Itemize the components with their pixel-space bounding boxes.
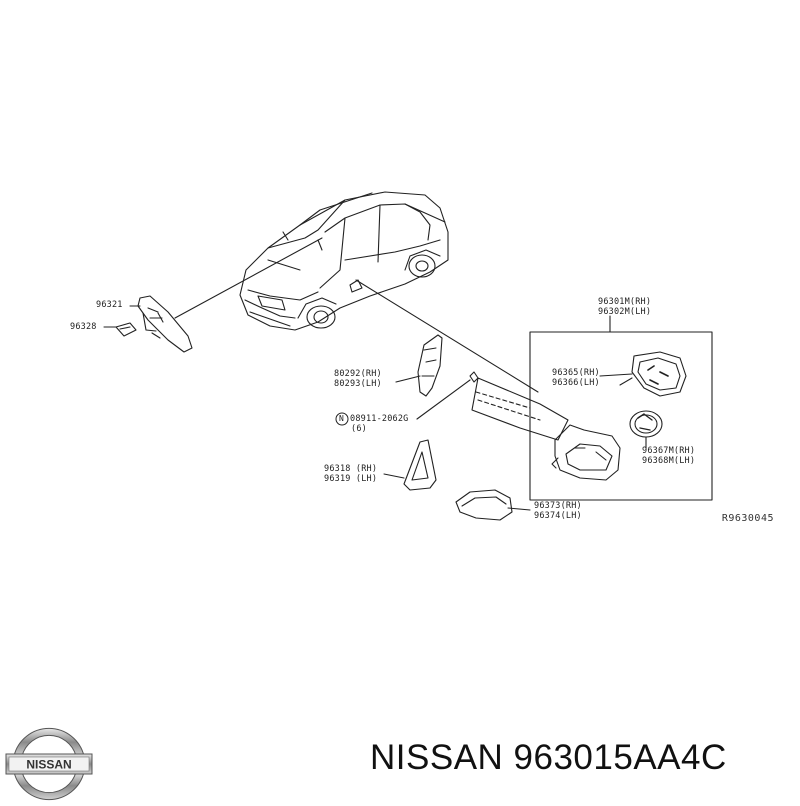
diagram-code: R9630045 [721, 513, 774, 524]
label-96301-rh: 96301M(RH) [598, 297, 652, 307]
label-96302-lh: 96302M(LH) [598, 307, 652, 317]
label-96368-lh: 96368M(LH) [642, 456, 696, 466]
label-bolt-qty: (6) [351, 424, 367, 434]
mirror-glass-96365 [599, 351, 687, 397]
bolt-mark-circle [335, 412, 349, 426]
label-96374-lh: 96374(LH) [534, 511, 582, 521]
mirror-mount-96328 [115, 322, 137, 337]
svg-text:NISSAN: NISSAN [26, 758, 71, 772]
nissan-logo: NISSAN [5, 727, 93, 801]
label-96319-lh: 96319 (LH) [324, 474, 378, 484]
label-08911-2062g: 08911-2062G [350, 414, 409, 424]
outer-mirror-housing [471, 377, 621, 481]
bolt-icon [469, 371, 479, 383]
label-96373-rh: 96373(RH) [534, 501, 582, 511]
leader-line-inner-mirror [174, 237, 323, 319]
leader-line-outer-mirror [355, 279, 539, 393]
bracket-80292 [395, 334, 443, 397]
label-80293-lh: 80293(LH) [334, 379, 382, 389]
vehicle-illustration [239, 191, 449, 331]
label-80292-rh: 80292(RH) [334, 369, 382, 379]
mirror-cover-96373 [455, 489, 531, 521]
label-96321: 96321 [96, 300, 123, 310]
label-96366-lh: 96366(LH) [552, 378, 600, 388]
part-number-caption: NISSAN 963015AA4C [370, 738, 727, 777]
label-96365-rh: 96365(RH) [552, 368, 600, 378]
label-96318-rh: 96318 (RH) [324, 464, 378, 474]
triangle-trim-96318 [383, 439, 437, 491]
label-96328: 96328 [70, 322, 97, 332]
bolt-mark: N [339, 414, 345, 423]
mirror-actuator-96367 [629, 410, 663, 449]
inner-rearview-mirror [137, 295, 193, 353]
label-96367-rh: 96367M(RH) [642, 446, 696, 456]
mirror-assembly-box [529, 331, 713, 501]
